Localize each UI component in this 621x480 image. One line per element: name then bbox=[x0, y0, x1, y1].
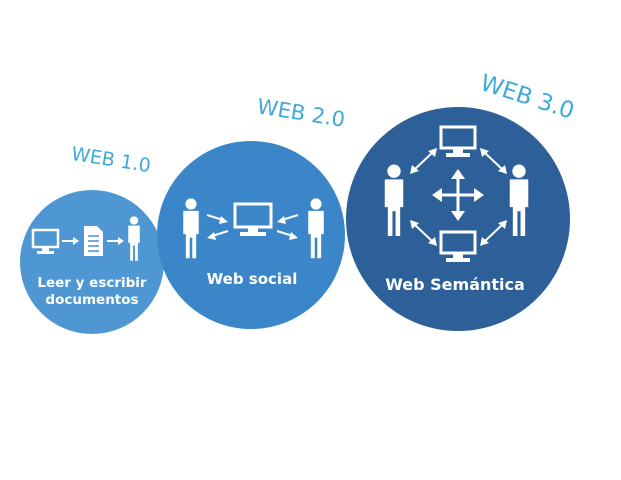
web1-circle bbox=[20, 190, 164, 334]
connection-arrows-icon bbox=[410, 148, 507, 246]
web3-caption: Web Semántica bbox=[385, 275, 525, 294]
stage-web3: WEB 3.0 bbox=[346, 70, 577, 331]
web2-title: WEB 2.0 bbox=[256, 94, 347, 132]
arrow-right-icon bbox=[107, 237, 124, 245]
monitor-icon bbox=[233, 202, 273, 236]
web1-caption-line1: Leer y escribir bbox=[37, 275, 147, 291]
web1-title: WEB 1.0 bbox=[70, 143, 153, 177]
monitor-icon bbox=[31, 228, 60, 254]
web2-caption: Web social bbox=[207, 270, 298, 288]
web1-caption-line2: documentos bbox=[45, 292, 138, 308]
document-icon bbox=[84, 226, 103, 256]
monitor-icon bbox=[439, 230, 477, 262]
stage-web2: WEB 2.0 Web social bbox=[157, 94, 347, 329]
exchange-arrows-icon bbox=[276, 214, 299, 240]
exchange-arrows-icon bbox=[206, 214, 229, 240]
four-way-arrow-icon bbox=[432, 169, 484, 221]
arrow-right-icon bbox=[62, 237, 79, 245]
stage-web1: WEB 1.0 Leer y escribir documentos bbox=[20, 143, 164, 334]
monitor-icon bbox=[439, 125, 477, 157]
